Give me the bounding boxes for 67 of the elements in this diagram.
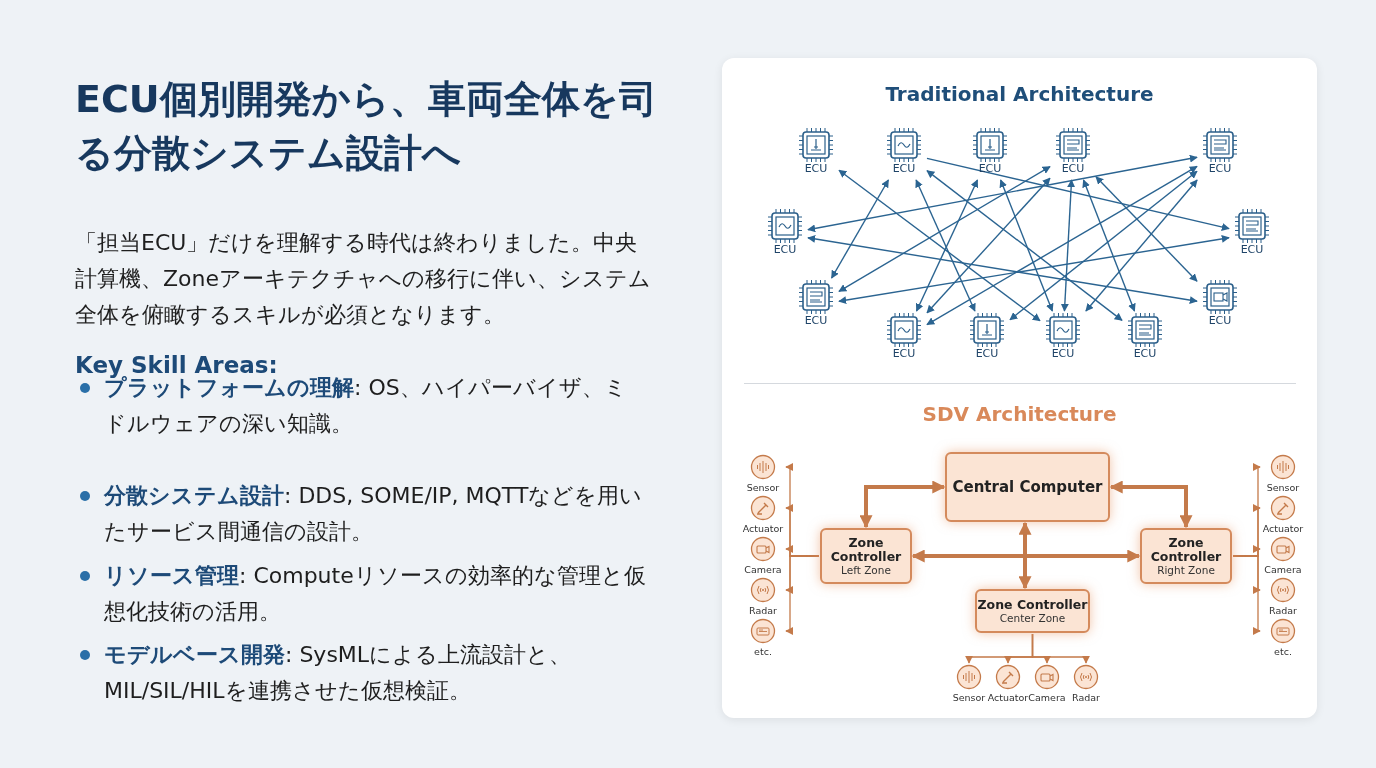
box-subtitle: Left Zone: [841, 563, 891, 577]
arrow: [807, 154, 1198, 233]
arrow: [1060, 179, 1076, 312]
arrow: [1082, 179, 1136, 312]
chip-label: ECU: [1240, 244, 1264, 256]
diagram-heading: SDV Architecture: [921, 402, 1118, 426]
device-label: Sensor: [1266, 482, 1300, 493]
arrow: [1232, 555, 1261, 635]
box-title: Zone Controller: [829, 535, 903, 564]
slide-title: ECU個別開発から、車両全体を司る分散システム設計へ: [75, 76, 658, 177]
chip-label: ECU: [804, 163, 828, 175]
controller-box: [975, 589, 1090, 633]
chip-label: ECU: [978, 163, 1002, 175]
chip-label: ECU: [892, 163, 916, 175]
chip-label: ECU: [892, 348, 916, 360]
device-label: Actuator: [1262, 523, 1304, 534]
controller-box: [1140, 528, 1232, 584]
box-subtitle: Center Zone: [999, 611, 1066, 625]
chip-label: ECU: [773, 244, 797, 256]
arrow: [1109, 480, 1193, 529]
device-label: Camera: [744, 564, 782, 575]
chip-label: ECU: [975, 348, 999, 360]
chip-label: ECU: [1133, 348, 1157, 360]
device-label: etc.: [754, 646, 772, 657]
bullet-text: モデルベース開発: SysMLによる上流設計と、MIL/SIL/HILを連携させた仮想検証。: [104, 641, 573, 705]
box-subtitle: Right Zone: [1157, 563, 1215, 577]
chip-label: ECU: [1051, 348, 1075, 360]
device-label: Radar: [749, 605, 777, 616]
arrow: [926, 169, 1123, 322]
arrow: [1018, 521, 1032, 590]
arrow: [830, 179, 890, 279]
arrow: [926, 177, 1051, 314]
device-label: Camera: [1028, 692, 1066, 703]
bullet-text: プラットフォームの理解: OS、ハイパーバイザ、ミドルウェアの深い知識。: [104, 375, 628, 438]
bullet-text: リソース管理: Computeリソースの効率的な管理と仮想化技術の活用。: [104, 562, 647, 626]
intro-paragraph: 「担当ECU」だけを理解する時代は終わりました。中央計算機、Zoneアーキテクチャへの移行に伴い、システム全体を俯瞰するスキルが必須となります。: [75, 229, 652, 329]
bullet-text: 分散システム設計: DDS, SOME/IP, MQTTなどを用いたサービス間通信の設計。: [104, 482, 644, 546]
device-label: etc.: [1274, 646, 1292, 657]
arrow: [911, 549, 1141, 563]
chip-label: ECU: [1208, 163, 1232, 175]
box-title: Zone Controller: [977, 597, 1088, 612]
device-label: Actuator: [987, 692, 1029, 703]
arrow: [1009, 170, 1198, 321]
device-label: Actuator: [742, 523, 784, 534]
arrow: [999, 179, 1054, 312]
chip-label: ECU: [1208, 315, 1232, 327]
device-label: Sensor: [746, 482, 780, 493]
arrow: [785, 555, 820, 635]
device-label: Sensor: [952, 692, 986, 703]
chip-label: ECU: [804, 315, 828, 327]
device-label: Radar: [1269, 605, 1297, 616]
chip-label: ECU: [1061, 163, 1085, 175]
controller-box: [820, 528, 912, 584]
arrow: [1031, 633, 1090, 664]
box-title: Central Computer: [952, 480, 1103, 494]
arrow: [838, 165, 1051, 293]
arrow: [926, 165, 1198, 326]
arrow: [838, 169, 1041, 322]
device-label: Camera: [1264, 564, 1302, 575]
arrow: [1085, 179, 1198, 312]
computer-box: [945, 452, 1110, 522]
arrow: [1095, 176, 1198, 282]
diagram-heading: Traditional Architecture: [884, 82, 1155, 106]
arrow: [926, 157, 1230, 231]
arrow: [859, 480, 946, 529]
box-title: Zone Controller: [1149, 535, 1223, 564]
device-label: Radar: [1072, 692, 1100, 703]
